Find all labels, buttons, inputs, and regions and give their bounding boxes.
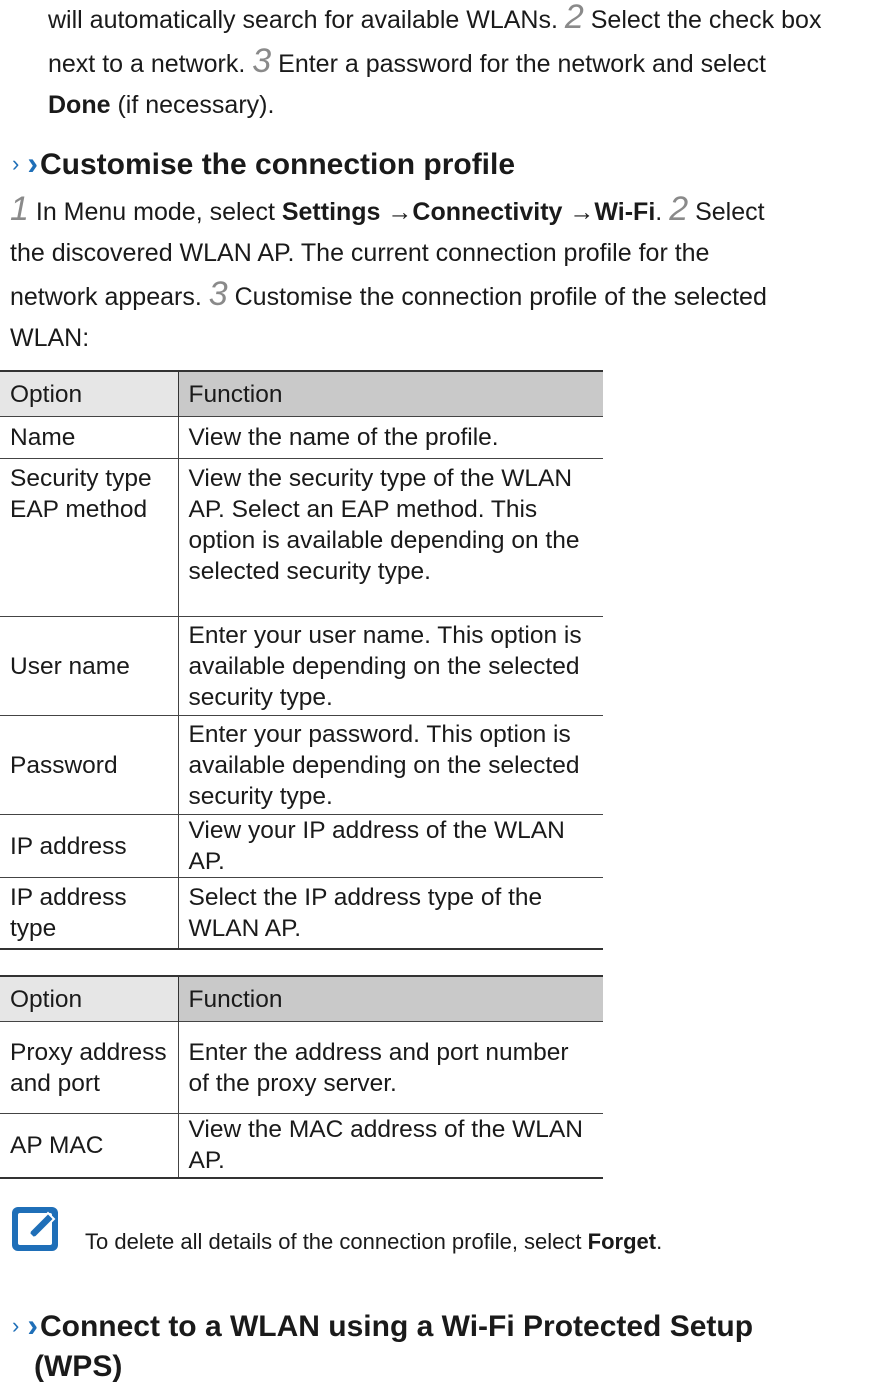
step-number: 2 <box>669 190 689 228</box>
section-heading-wps: ››Connect to a WLAN using a Wi-Fi Protec… <box>12 1305 753 1387</box>
chevron-right-icon: › <box>27 1307 38 1343</box>
function-cell: Enter your user name. This option is ava… <box>177 616 603 716</box>
step-text: the discovered WLAN AP. The current conn… <box>10 239 710 267</box>
forget-label: Forget <box>587 1229 657 1254</box>
intro-text-1: will automatically search for available … <box>48 6 558 34</box>
intro-text-2b: Enter a password for the network and sel… <box>278 50 766 78</box>
arrow-right-icon: → <box>569 198 595 226</box>
function-cell: View the security type of the WLAN AP. S… <box>177 458 603 617</box>
option-cell: Name <box>0 416 178 459</box>
function-cell: View your IP address of the WLAN AP. <box>177 814 603 878</box>
column-header-option: Option <box>0 976 178 1022</box>
table-row: Name View the name of the profile. <box>0 416 603 459</box>
option-cell: Proxy address and port <box>0 1021 178 1114</box>
step-number: 3 <box>252 42 272 80</box>
intro-paragraph: will automatically search for available … <box>48 0 886 126</box>
option-cell: Security type EAP method <box>0 458 178 617</box>
section-steps: 1 In Menu mode, select Settings →Connect… <box>10 189 880 359</box>
step-number: 1 <box>10 190 29 228</box>
function-cell: View the MAC address of the WLAN AP. <box>177 1113 603 1179</box>
period: . <box>656 1229 663 1254</box>
section-heading-text: Connect to a WLAN using a Wi-Fi Protecte… <box>39 1310 754 1343</box>
step-number: 3 <box>208 275 228 313</box>
table-row: IP address type Select the IP address ty… <box>0 877 603 950</box>
section-heading-text: Customise the connection profile <box>39 148 516 181</box>
table-header-row: Option Function <box>0 976 603 1022</box>
option-cell: User name <box>0 616 178 716</box>
intro-text-3: (if necessary). <box>117 91 275 119</box>
step-text: WLAN: <box>10 324 90 352</box>
option-cell: IP address type <box>0 877 178 950</box>
options-table-2: Option Function Proxy address and port E… <box>0 975 603 1179</box>
note-text-body: To delete all details of the connection … <box>85 1229 582 1254</box>
column-header-function: Function <box>177 371 603 417</box>
table-row: Security type EAP method View the securi… <box>0 458 603 617</box>
step-text: In Menu mode, select <box>35 198 275 226</box>
table-row: Proxy address and port Enter the address… <box>0 1021 603 1114</box>
section-heading-text-2: (WPS) <box>34 1350 123 1383</box>
table-row: User name Enter your user name. This opt… <box>0 616 603 716</box>
function-cell: Enter the address and port number of the… <box>177 1021 603 1114</box>
chevron-right-icon: › <box>12 1313 20 1338</box>
table-header-row: Option Function <box>0 371 603 417</box>
done-label: Done <box>48 91 111 119</box>
table-row: Password Enter your password. This optio… <box>0 715 603 815</box>
arrow-right-icon: → <box>387 198 413 226</box>
option-cell: IP address <box>0 814 178 878</box>
menu-path-settings: Settings <box>281 198 381 226</box>
section-heading-customise: ››Customise the connection profile <box>12 143 515 185</box>
column-header-option: Option <box>0 371 178 417</box>
note-text: To delete all details of the connection … <box>85 1226 662 1258</box>
column-header-function: Function <box>177 976 603 1022</box>
step-text: network appears. <box>10 283 202 311</box>
chevron-right-icon: › <box>12 151 20 176</box>
note-pencil-icon <box>10 1205 70 1255</box>
intro-text-2a: next to a network. <box>48 50 246 78</box>
step-text: Customise the connection profile of the … <box>234 283 767 311</box>
period: . <box>655 198 663 226</box>
step-text: Select <box>695 198 765 226</box>
option-cell: Password <box>0 715 178 815</box>
function-cell: Enter your password. This option is avai… <box>177 715 603 815</box>
option-cell: AP MAC <box>0 1113 178 1179</box>
table-row: AP MAC View the MAC address of the WLAN … <box>0 1113 603 1179</box>
table-row: IP address View your IP address of the W… <box>0 814 603 878</box>
chevron-right-icon: › <box>27 145 38 181</box>
function-cell: View the name of the profile. <box>177 416 603 459</box>
menu-path-connectivity: Connectivity <box>412 198 563 226</box>
menu-path-wifi: Wi-Fi <box>594 198 656 226</box>
intro-text-1b: Select the check box <box>590 6 822 34</box>
function-cell: Select the IP address type of the WLAN A… <box>177 877 603 950</box>
step-number: 2 <box>564 0 584 36</box>
options-table-1: Option Function Name View the name of th… <box>0 370 603 950</box>
